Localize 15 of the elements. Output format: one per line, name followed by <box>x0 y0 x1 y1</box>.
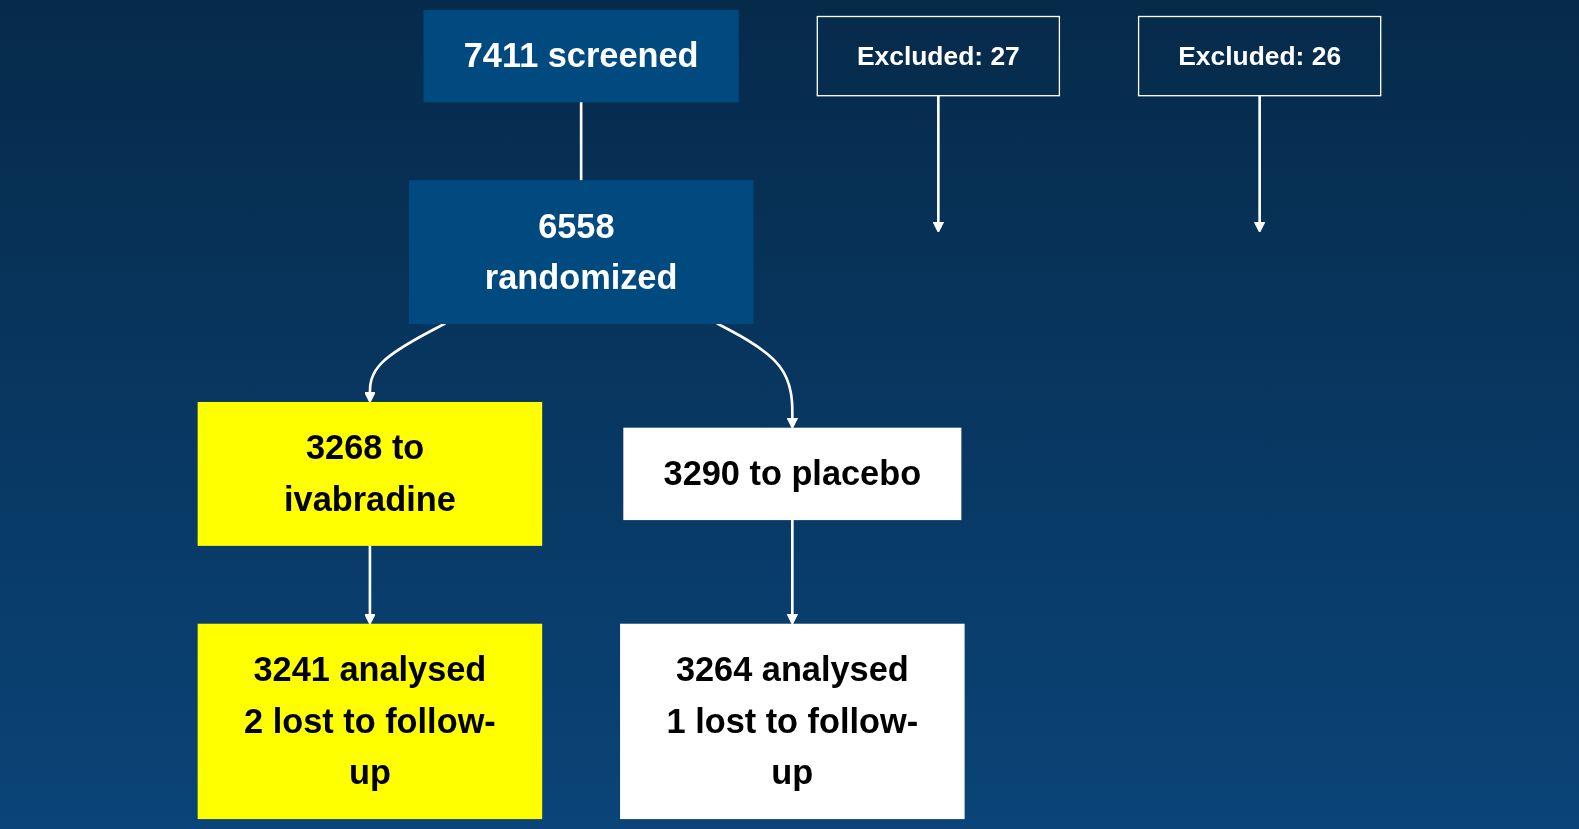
connector <box>579 101 583 181</box>
arrow <box>364 545 376 625</box>
node-box: 6558 randomized <box>408 180 754 325</box>
node-box: 3290 to placebo <box>623 427 962 521</box>
arrow <box>932 95 945 233</box>
arrow <box>716 322 799 429</box>
node-box: 3241 analysed 2 lost to follow-up <box>197 623 543 820</box>
node-box: 7411 screened <box>423 9 739 103</box>
node-box: 3264 analysed 1 lost to follow-up <box>620 623 965 820</box>
arrow <box>1253 95 1266 233</box>
node-box: Excluded: 27 <box>816 15 1061 97</box>
arrow <box>364 322 446 404</box>
node-box: Excluded: 26 <box>1137 15 1382 97</box>
node-box: 3268 to ivabradine <box>197 401 543 546</box>
arrow <box>786 519 799 625</box>
